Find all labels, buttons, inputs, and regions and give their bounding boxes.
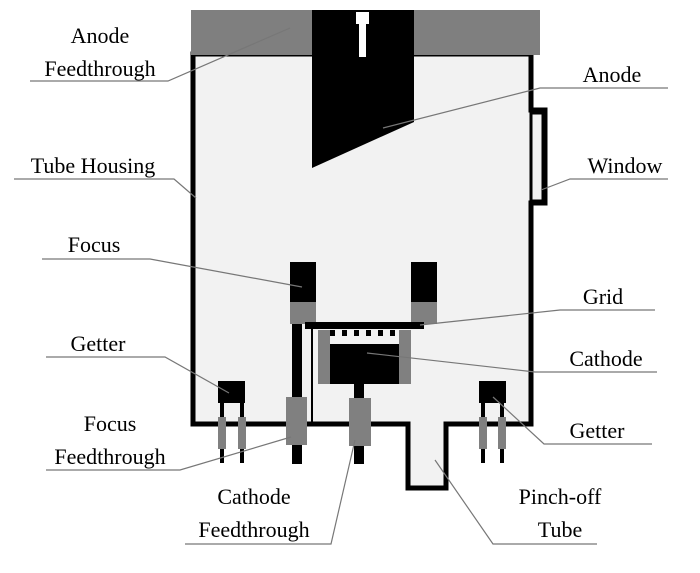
leader-lines [14,27,668,545]
label-getter-right: Getter [570,418,626,443]
grid-bar [305,322,424,329]
leader-anode-feedthrough [30,27,291,82]
focus-electrode-left [290,262,316,302]
label-anode: Anode [583,62,642,87]
getter-right-seal-2 [498,417,506,449]
leader-cathode [366,352,657,373]
label-pinch-off-line2: Tube [538,517,582,542]
focus-feedthrough-lead [292,324,302,464]
label-cathode: Cathode [569,346,642,371]
leader-window [540,178,668,191]
label-grid: Grid [583,284,623,309]
getter-left-seal-2 [238,417,246,449]
focus-electrode-right [411,262,437,302]
anode-feedthrough-flange-right [414,10,540,55]
label-window: Window [588,153,663,178]
label-anode-feedthrough-line1: Anode [71,23,130,48]
tube-housing [190,51,548,491]
getter-right [479,381,506,403]
anode [312,10,414,168]
label-tube-housing: Tube Housing [31,153,156,178]
label-cathode-feedthrough-line1: Cathode [217,484,290,509]
leader-pinch-off [434,459,597,545]
focus-electrode-left-insulator [290,302,316,324]
label-focus-feedthrough-line2: Feedthrough [54,444,165,469]
window [529,111,545,203]
label-getter-left: Getter [71,331,127,356]
focus-feedthrough-insulator [286,397,307,445]
cathode [330,344,399,384]
leader-focus-feedthrough [46,436,292,471]
leader-focus [42,258,303,288]
label-cathode-feedthrough-line2: Feedthrough [198,517,309,542]
leader-cathode-feedthrough [185,439,356,545]
label-pinch-off-line1: Pinch-off [519,484,602,509]
cathode-feedthrough-insulator [349,398,371,446]
focus-electrode-right-insulator [411,302,437,324]
anode-screw [356,12,369,24]
getter-left-seal-1 [218,417,226,449]
grid-teeth [330,330,395,336]
leader-getter-right [492,396,652,445]
leader-tube-housing [14,178,197,199]
leader-anode [382,87,668,129]
leader-grid [419,309,655,326]
label-anode-feedthrough-line2: Feedthrough [44,56,155,81]
leader-getter-left [46,356,230,394]
getter-left [218,381,245,403]
anode-screw-shaft [359,24,366,57]
cathode-holder-left [318,330,330,384]
anode-feedthrough-flange-left [191,10,312,55]
label-focus: Focus [68,232,121,257]
getter-right-seal-1 [479,417,487,449]
label-focus-feedthrough-line1: Focus [84,411,137,436]
